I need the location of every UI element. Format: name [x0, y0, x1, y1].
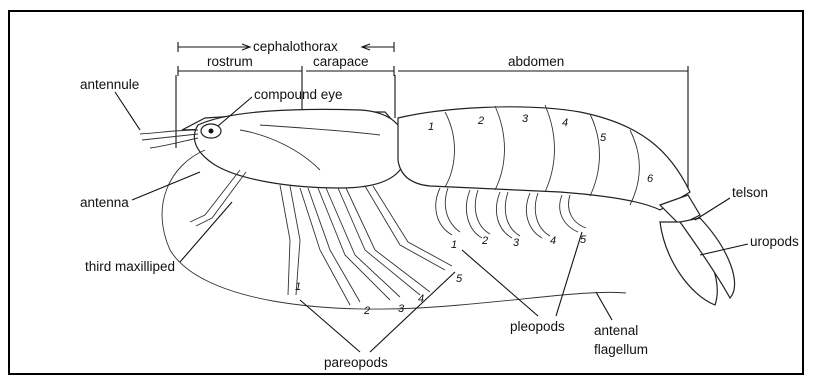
label-flagellum: flagellum: [594, 342, 648, 357]
pleopod-number: 2: [481, 235, 488, 247]
pareopod-number: 4: [418, 293, 424, 305]
label-rostrum: rostrum: [207, 54, 253, 69]
segment-number: 1: [428, 121, 434, 133]
segment-number: 5: [600, 132, 607, 144]
label-third-maxilliped: third maxilliped: [85, 259, 175, 274]
pleopod-number: 5: [580, 234, 587, 246]
label-antenal: antenal: [594, 323, 638, 338]
label-antennule: antennule: [80, 77, 139, 92]
pleopod-number: 3: [513, 237, 520, 249]
label-telson: telson: [732, 185, 768, 200]
segment-number: 3: [522, 113, 529, 125]
label-carapace: carapace: [313, 54, 369, 69]
pareopod-number: 1: [295, 281, 301, 293]
label-uropods: uropods: [750, 234, 799, 249]
pareopod-numbers: 1 2 3 4 5: [295, 273, 463, 317]
label-compound-eye: compound eye: [254, 87, 343, 102]
pareopod-number: 5: [456, 273, 463, 285]
pleopod-numbers: 1 2 3 4 5: [451, 234, 587, 251]
shrimp-body: [140, 105, 735, 309]
pleopod-number: 4: [550, 235, 556, 247]
segment-number: 2: [477, 115, 484, 127]
pareopod-number: 3: [398, 303, 405, 315]
segment-number: 4: [562, 117, 568, 129]
label-abdomen: abdomen: [508, 54, 564, 69]
label-pareopods: pareopods: [324, 355, 388, 370]
label-cephalothorax: cephalothorax: [253, 39, 338, 54]
pareopod-number: 2: [363, 305, 370, 317]
pleopod-number: 1: [451, 239, 457, 251]
label-pleopods: pleopods: [510, 319, 565, 334]
label-antenna: antenna: [80, 195, 129, 210]
segment-number: 6: [647, 173, 654, 185]
